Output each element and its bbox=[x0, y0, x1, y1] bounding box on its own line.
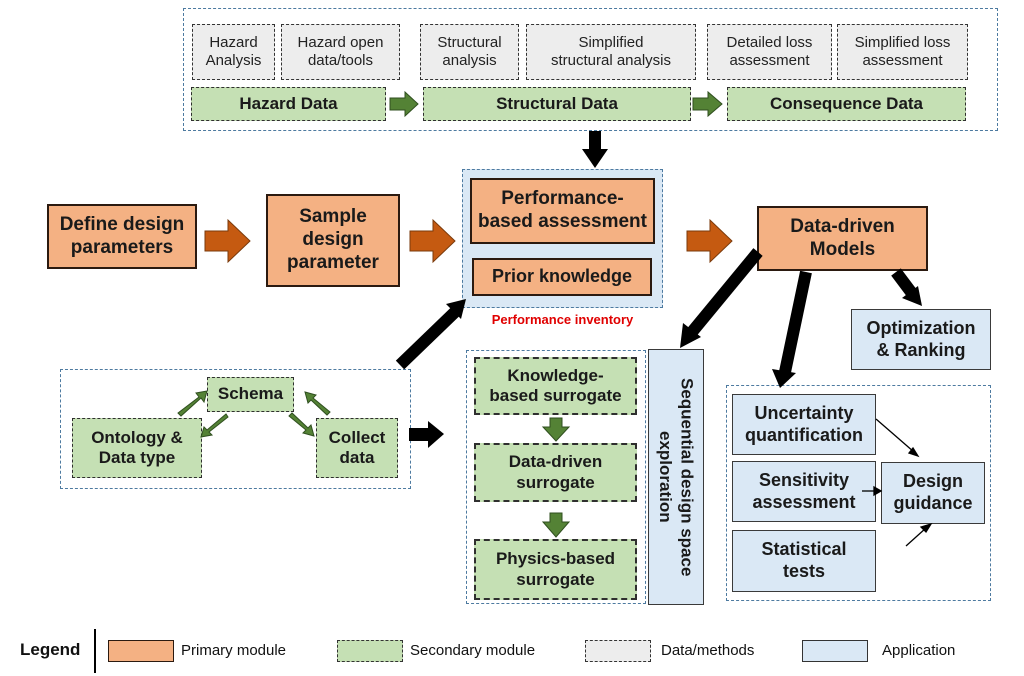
method-simplified-loss-assessment: Simplified loss assessment bbox=[837, 24, 968, 80]
optimization-ranking: Optimization & Ranking bbox=[851, 309, 991, 370]
performance-based-assessment: Performance- based assessment bbox=[470, 178, 655, 244]
ontology-data-type-box: Ontology & Data type bbox=[72, 418, 202, 478]
schema-box: Schema bbox=[207, 377, 294, 412]
sequential-label: Sequential design space exploration bbox=[656, 377, 697, 577]
method-hazard-open-data: Hazard open data/tools bbox=[281, 24, 400, 80]
hazard-data-box: Hazard Data bbox=[191, 87, 386, 121]
knowledge-based-surrogate: Knowledge- based surrogate bbox=[474, 357, 637, 415]
black-arrow-models-to-optimization bbox=[891, 268, 916, 296]
sample-design-parameter: Sample design parameter bbox=[266, 194, 400, 287]
legend-label-application: Application bbox=[882, 642, 956, 659]
legend-label-secondary: Secondary module bbox=[410, 642, 536, 659]
orange-arrow-define-to-sample bbox=[204, 218, 251, 264]
black-arrow-collection-to-inventory bbox=[395, 306, 461, 370]
performance-inventory-label: Performance inventory bbox=[491, 312, 634, 327]
sequential-design-space-exploration: Sequential design space exploration bbox=[648, 349, 704, 605]
method-structural-analysis: Structural analysis bbox=[420, 24, 519, 80]
statistical-tests: Statistical tests bbox=[732, 530, 876, 592]
legend-label-methods: Data/methods bbox=[661, 642, 755, 659]
method-simplified-structural-analysis: Simplified structural analysis bbox=[526, 24, 696, 80]
analysis-group bbox=[726, 385, 991, 601]
define-design-parameters: Define design parameters bbox=[47, 204, 197, 269]
legend-swatch-methods bbox=[585, 640, 651, 662]
uncertainty-quantification: Uncertainty quantification bbox=[732, 394, 876, 455]
orange-arrow-performance-to-models bbox=[686, 218, 733, 264]
black-arrow-models-to-analysis bbox=[779, 270, 812, 374]
surrogates-group bbox=[466, 350, 646, 604]
orange-arrow-sample-to-performance bbox=[409, 218, 456, 264]
black-arrow-data-to-performance bbox=[582, 131, 608, 168]
method-detailed-loss-assessment: Detailed loss assessment bbox=[707, 24, 832, 80]
data-sources-group bbox=[183, 8, 998, 131]
prior-knowledge: Prior knowledge bbox=[472, 258, 652, 296]
legend-label-primary: Primary module bbox=[181, 642, 287, 659]
legend: Legend Primary module Secondary module D… bbox=[0, 625, 1024, 676]
legend-divider bbox=[94, 629, 96, 673]
black-arrow-collection-to-surrogates bbox=[409, 428, 429, 441]
collect-data-box: Collect data bbox=[316, 418, 398, 478]
black-arrow-models-to-surrogates bbox=[687, 248, 763, 336]
legend-swatch-secondary bbox=[337, 640, 403, 662]
method-hazard-analysis: Hazard Analysis bbox=[192, 24, 275, 80]
data-driven-surrogate: Data-driven surrogate bbox=[474, 443, 637, 502]
data-driven-models: Data-driven Models bbox=[757, 206, 928, 271]
legend-swatch-primary bbox=[108, 640, 174, 662]
consequence-data-box: Consequence Data bbox=[727, 87, 966, 121]
design-guidance: Design guidance bbox=[881, 462, 985, 524]
structural-data-box: Structural Data bbox=[423, 87, 691, 121]
legend-title: Legend bbox=[20, 640, 81, 659]
sensitivity-assessment: Sensitivity assessment bbox=[732, 461, 876, 522]
physics-based-surrogate: Physics-based surrogate bbox=[474, 539, 637, 600]
legend-swatch-application bbox=[802, 640, 868, 662]
